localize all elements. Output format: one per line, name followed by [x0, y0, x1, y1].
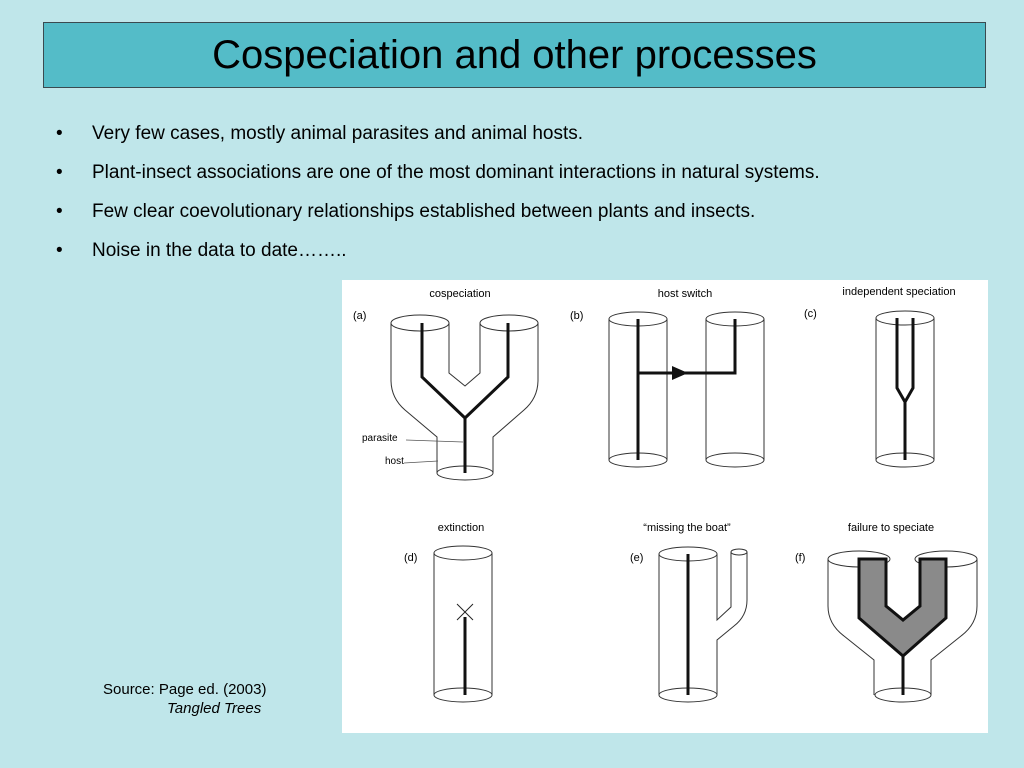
- source-line: Source: Page ed. (2003): [103, 681, 267, 698]
- cophylogeny-figure: cospeciation (a) parasite host host swit…: [342, 280, 988, 733]
- panel-d-extinction: extinction (d): [404, 522, 493, 703]
- panel-letter: (e): [630, 552, 643, 564]
- source-citation: Source: Page ed. (2003) Tangled Trees: [103, 681, 266, 717]
- panel-caption: failure to speciate: [848, 522, 934, 534]
- bullet-text: Few clear coevolutionary relationships e…: [92, 201, 756, 222]
- bullet-marker: •: [56, 162, 63, 183]
- bullet-text: Plant-insect associations are one of the…: [92, 162, 820, 183]
- panel-letter: (f): [795, 552, 805, 564]
- bullet-item: • Noise in the data to date……..: [56, 239, 996, 278]
- panel-e-missing-the-boat: “missing the boat” (e): [630, 522, 748, 703]
- panel-letter: (c): [804, 308, 817, 320]
- bullet-list: • Very few cases, mostly animal parasites…: [56, 122, 996, 278]
- figure-svg: cospeciation (a) parasite host host swit…: [353, 286, 978, 703]
- bullet-item: • Very few cases, mostly animal parasites…: [56, 122, 996, 161]
- panel-caption: host switch: [658, 288, 712, 300]
- panel-letter: (d): [404, 552, 417, 564]
- title-box: Cospeciation and other processes: [43, 22, 986, 88]
- panel-caption: cospeciation: [429, 288, 490, 300]
- host-label: host: [385, 456, 404, 467]
- panel-caption: independent speciation: [842, 286, 955, 298]
- panel-a-cospeciation: cospeciation (a) parasite host: [353, 288, 539, 481]
- bullet-marker: •: [56, 201, 63, 222]
- panel-f-failure-to-speciate: failure to speciate (f): [795, 522, 978, 703]
- panel-b-host-switch: host switch (b): [570, 288, 765, 468]
- panel-caption: extinction: [438, 522, 484, 534]
- parasite-label: parasite: [362, 433, 398, 444]
- slide-title: Cospeciation and other processes: [212, 32, 817, 77]
- bullet-marker: •: [56, 123, 63, 144]
- bullet-text: Noise in the data to date……..: [92, 240, 347, 261]
- bullet-text: Very few cases, mostly animal parasites …: [92, 123, 584, 144]
- bullet-item: • Plant-insect associations are one of th…: [56, 161, 996, 200]
- panel-letter: (b): [570, 310, 583, 322]
- bullet-marker: •: [56, 240, 63, 261]
- source-book-title: Tangled Trees: [167, 700, 262, 717]
- panel-letter: (a): [353, 310, 366, 322]
- extinction-x-icon: [456, 603, 474, 621]
- panel-c-independent-speciation: independent speciation (c): [804, 286, 956, 468]
- panel-caption: “missing the boat”: [643, 522, 731, 534]
- bullet-item: • Few clear coevolutionary relationships …: [56, 200, 996, 239]
